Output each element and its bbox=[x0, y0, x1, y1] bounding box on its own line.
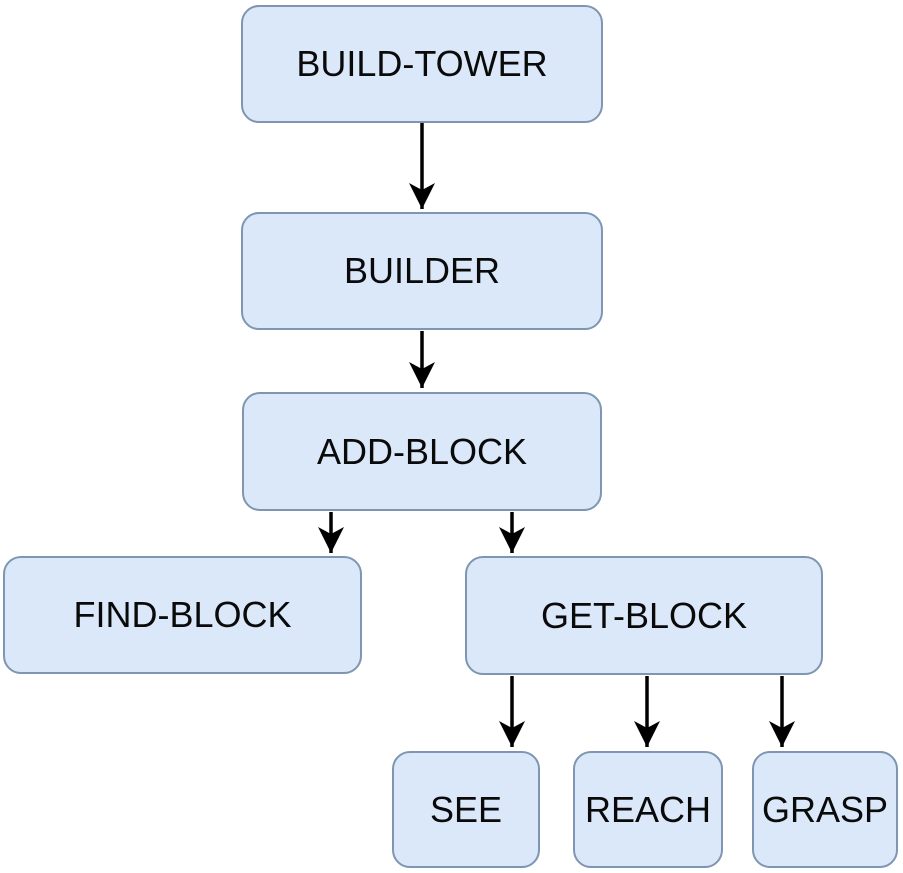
node-add-block-label: ADD-BLOCK bbox=[316, 430, 528, 472]
node-find-block: FIND-BLOCK bbox=[3, 556, 362, 674]
node-get-block-label: GET-BLOCK bbox=[540, 594, 748, 636]
node-add-block: ADD-BLOCK bbox=[242, 392, 602, 511]
node-see-label: SEE bbox=[429, 788, 503, 830]
node-builder: BUILDER bbox=[241, 212, 603, 330]
node-get-block: GET-BLOCK bbox=[465, 556, 823, 675]
node-build-tower: BUILD-TOWER bbox=[241, 5, 603, 123]
node-see: SEE bbox=[392, 751, 540, 868]
node-reach-label: REACH bbox=[584, 788, 712, 830]
node-grasp: GRASP bbox=[752, 751, 898, 868]
node-builder-label: BUILDER bbox=[343, 250, 501, 291]
node-grasp-label: GRASP bbox=[761, 788, 889, 830]
node-find-block-label: FIND-BLOCK bbox=[73, 594, 292, 635]
node-build-tower-label: BUILD-TOWER bbox=[296, 43, 548, 84]
node-reach: REACH bbox=[573, 751, 723, 868]
